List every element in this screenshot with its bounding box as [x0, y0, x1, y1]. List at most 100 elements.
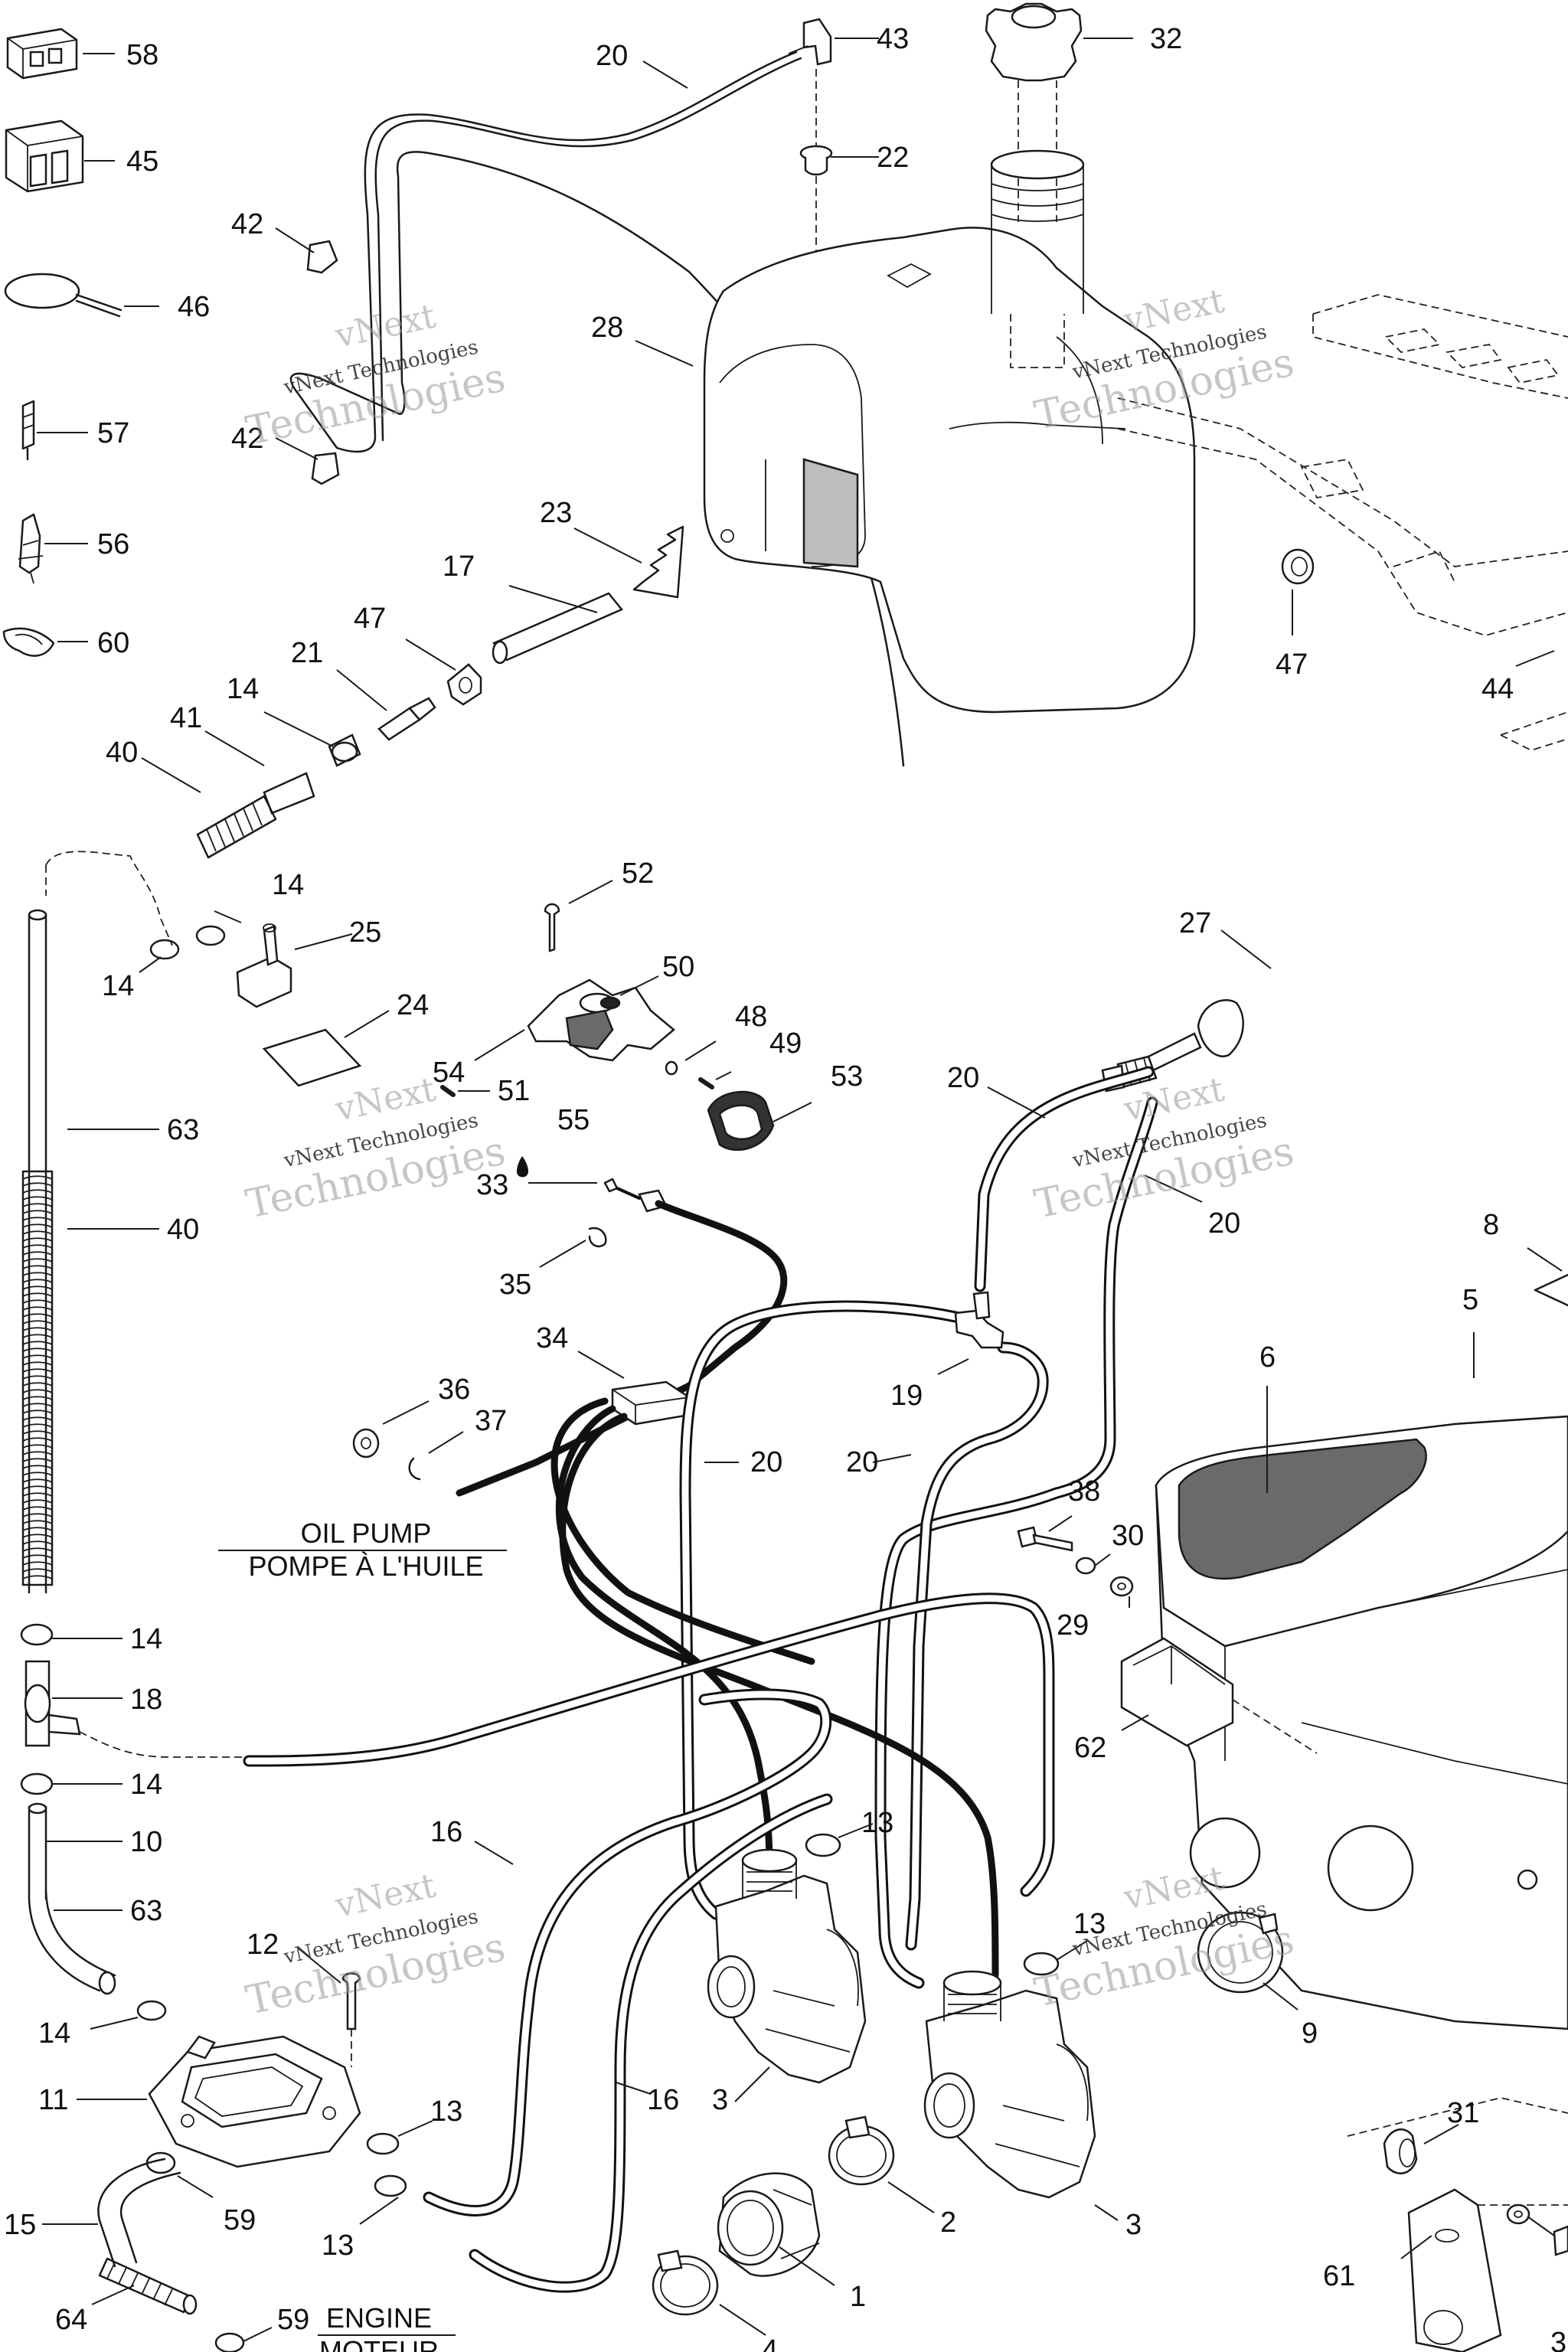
callout-16-lower: 16: [647, 2084, 679, 2116]
callout-48: 48: [735, 1001, 767, 1033]
spring-coil: [22, 1499, 53, 1504]
callout-57: 57: [97, 417, 129, 449]
callout-9: 9: [1302, 2017, 1318, 2050]
part-14-clamp-b: [20, 1772, 54, 1795]
part-52-screw: [544, 903, 560, 952]
part-33-drop-icon: [517, 1156, 528, 1178]
part-62-bracket: [1120, 1637, 1318, 1754]
part-35-clip-lower: [588, 1227, 607, 1248]
callout-40-upper: 40: [106, 737, 138, 769]
part-13-clamp-mid: [1023, 1952, 1060, 1976]
spring-coil: [22, 1437, 53, 1442]
part-1-adaptor: [717, 2172, 821, 2277]
part-19-tee-fitting: [954, 1291, 1004, 1349]
filler-neck: [990, 149, 1085, 368]
spring-coil: [22, 1272, 53, 1276]
fuel-line-dashed: [45, 851, 173, 946]
note-engine-en: ENGINE: [326, 2302, 432, 2334]
spring-coil: [22, 1506, 53, 1511]
spring-coil: [22, 1492, 53, 1497]
spring-coil: [22, 1299, 53, 1304]
callout-27: 27: [1179, 907, 1211, 939]
watermark-1: vNext vNext Technologies Technologies: [242, 296, 509, 454]
vent-line-dashed: [79, 1731, 245, 1758]
callout-14-a: 14: [130, 1623, 162, 1655]
callout-28: 28: [591, 312, 623, 344]
part-13-clamp-top: [805, 1833, 841, 1857]
callout-63-lower: 63: [130, 1895, 162, 1927]
part-22-grommet: [799, 69, 833, 260]
part-2-clamp: [828, 2115, 895, 2186]
callout-12: 12: [247, 1929, 279, 1961]
callout-59-lower: 59: [277, 2304, 309, 2336]
callout-25: 25: [349, 916, 381, 949]
spring-coil: [22, 1368, 53, 1373]
callout-42-lower: 42: [231, 423, 263, 455]
part-29-washer: [1109, 1576, 1134, 1597]
callout-19: 19: [890, 1380, 923, 1412]
oil-pump-cable: [456, 1187, 788, 1497]
part-3-carburetor-right: [923, 1970, 1096, 2199]
spring-coil: [22, 1416, 53, 1421]
spring-coil: [22, 1361, 53, 1366]
callout-42-upper: 42: [231, 208, 263, 240]
callout-4: 4: [762, 2334, 778, 2352]
callout-23: 23: [540, 497, 572, 529]
note-oil-pump-en: OIL PUMP: [301, 1517, 432, 1549]
part-14-clamp-a: [20, 1623, 54, 1646]
part-13-clamp-lower: [374, 2174, 407, 2197]
callout-39: 39: [1550, 2327, 1568, 2352]
callout-36: 36: [438, 1374, 470, 1406]
part-18-tee: [24, 1660, 81, 1747]
part-48-washer: [665, 1060, 678, 1076]
callout-63-upper: 63: [167, 1114, 199, 1146]
spring-coil: [22, 1320, 53, 1325]
callout-44: 44: [1481, 673, 1514, 705]
spring-coil: [22, 1175, 53, 1180]
callout-45: 45: [126, 145, 158, 178]
callout-13-pump: 13: [430, 2096, 462, 2128]
callout-6: 6: [1259, 1341, 1276, 1374]
note-oil-pump: OIL PUMP POMPE À L'HUILE: [218, 1517, 507, 1582]
part-12-screw: [341, 1972, 361, 2067]
callout-14-b: 14: [130, 1769, 162, 1801]
part-40-spring-sleeve-upper: [196, 795, 277, 859]
part-61-bracket: [1347, 2097, 1568, 2352]
spring-coil: [22, 1230, 53, 1235]
callout-13-top: 13: [861, 1807, 893, 1839]
spring-coil: [22, 1251, 53, 1256]
part-64-spring-sleeve: [98, 2257, 198, 2315]
part-23-spring: [632, 525, 684, 599]
callout-62: 62: [1074, 1732, 1106, 1764]
part-58-connector-housing: [6, 28, 78, 80]
callout-13-lower: 13: [322, 2230, 354, 2262]
spring-coil: [22, 1547, 53, 1552]
part-28-fuel-tank: [703, 227, 1196, 714]
part-25-fuel-valve: [236, 923, 292, 1008]
part-21-fitting: [377, 697, 436, 741]
spring-coil: [22, 1575, 53, 1579]
part-36-washer: [352, 1428, 380, 1459]
callout-20-hose-b: 20: [1208, 1207, 1240, 1240]
spring-coil: [22, 1341, 53, 1345]
part-24-decal: [262, 1028, 362, 1087]
part-42-clip-upper: [306, 240, 338, 274]
callout-55: 55: [557, 1104, 590, 1136]
callout-50: 50: [662, 951, 694, 983]
spring-coil: [22, 1189, 53, 1194]
callout-52: 52: [622, 858, 654, 890]
part-11-fuel-pump: [148, 2035, 361, 2168]
part-42-clip-lower: [311, 452, 340, 485]
part-53-cover: [707, 1090, 775, 1152]
callout-53: 53: [831, 1060, 863, 1093]
spring-coil: [22, 1306, 53, 1311]
part-32-filler-cap: [985, 2, 1083, 222]
spring-coil: [22, 1292, 53, 1297]
watermark-3: vNext vNext Technologies Technologies: [242, 1070, 509, 1227]
callout-14-mid-right: 14: [272, 869, 304, 901]
callout-15: 15: [4, 2209, 36, 2241]
leader-lines: [37, 38, 1563, 2342]
part-46-tie-wrap: [4, 273, 122, 318]
callout-17: 17: [443, 550, 475, 583]
oil-pump-wiring: [550, 1397, 999, 1979]
